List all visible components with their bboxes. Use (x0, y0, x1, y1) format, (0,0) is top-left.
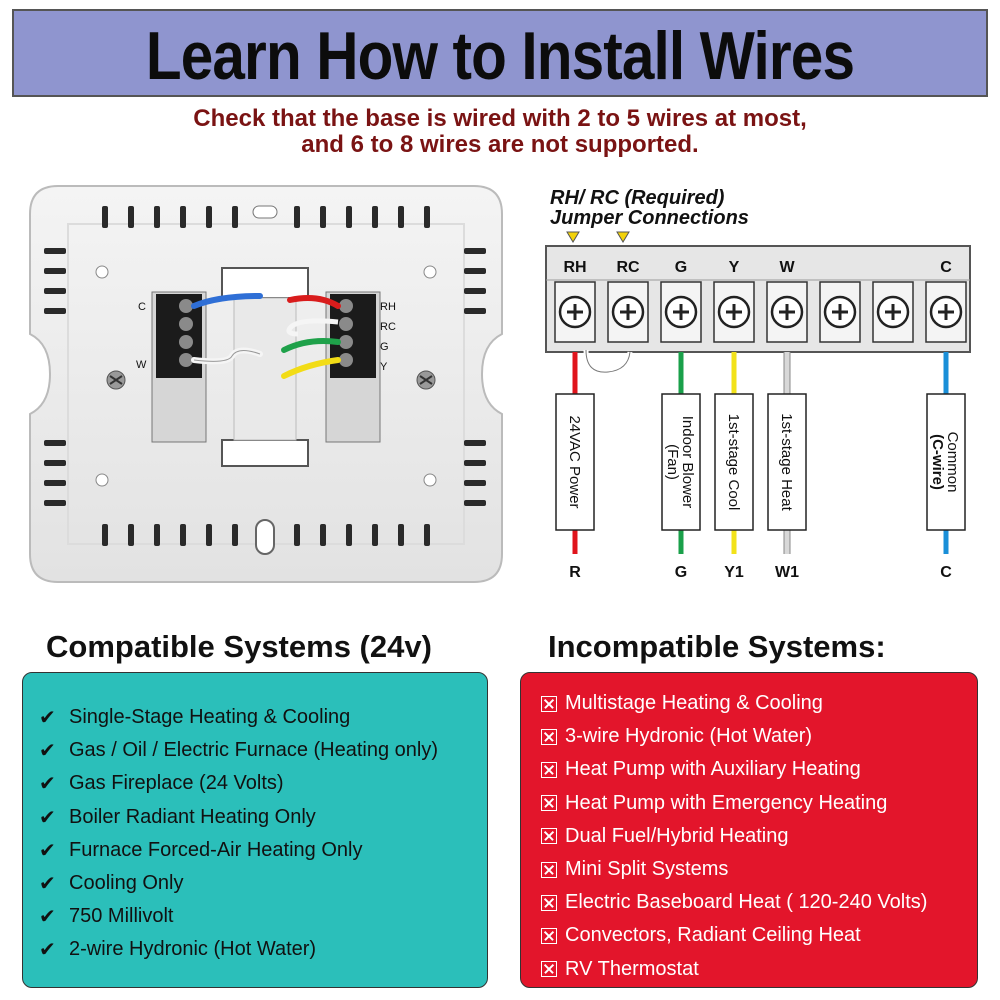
checkmark-icon: ✔ (39, 906, 56, 929)
thermostat-base-plate: C W RH RC G Y (29, 185, 503, 583)
list-item: Heat Pump with Auxiliary Heating (541, 753, 977, 786)
wire-code-label: W1 (775, 564, 799, 581)
compatible-list: ✔Single-Stage Heating & Cooling ✔Gas / O… (23, 673, 487, 967)
wire-function-label: 1st-stage Heat (778, 413, 795, 511)
green-wire (281, 338, 341, 353)
subtitle-line-1: Check that the base is wired with 2 to 5… (193, 105, 807, 132)
checkmark-icon: ✔ (39, 740, 56, 763)
jumper-note-line-2: Jumper Connections (550, 207, 749, 229)
list-item: 3-wire Hydronic (Hot Water) (541, 720, 977, 753)
list-item: ✔Furnace Forced-Air Heating Only (39, 838, 363, 862)
terminal-label-rc: RC (616, 259, 640, 276)
label-right-rc: RC (380, 321, 396, 333)
wire-c: Common(C-wire) C (926, 352, 966, 581)
terminal-label-rh: RH (563, 259, 586, 276)
vent-slots-top (102, 206, 430, 228)
page-title: Learn How to Install Wires (145, 18, 855, 94)
red-wire (287, 295, 341, 309)
wire-g: Indoor Blower(Fan) G (661, 352, 701, 581)
list-item: ✔Cooling Only (39, 872, 184, 896)
label-left-c: C (138, 301, 146, 313)
jumper-arrow-rh-icon (566, 231, 580, 243)
x-box-icon (541, 961, 557, 978)
terminal-label-c: C (940, 259, 952, 276)
checkmark-icon: ✔ (39, 773, 56, 796)
wire-label-box (714, 393, 754, 531)
vent-slots-sides (44, 248, 486, 506)
list-item: ✔Boiler Radiant Heating Only (39, 805, 316, 829)
mounting-screw-right-icon (416, 370, 436, 390)
label-right-rh: RH (380, 301, 396, 313)
wire-function-label: Common(C-wire) (929, 432, 961, 493)
vent-slots-bottom (102, 524, 430, 546)
jumper-arrow-rc-icon (616, 231, 630, 243)
terminal-screws (554, 281, 967, 343)
title-banner: Learn How to Install Wires (12, 9, 988, 97)
x-box-icon (541, 761, 557, 778)
wire-code-label: C (940, 564, 952, 581)
jumper-white-wire (286, 318, 339, 337)
x-box-icon (541, 927, 557, 944)
yellow-wire (281, 357, 341, 379)
list-item: ✔750 Millivolt (39, 905, 174, 929)
wire-label-box (661, 393, 701, 531)
list-item: Heat Pump with Emergency Heating (541, 787, 977, 820)
x-box-icon (541, 861, 557, 878)
wire-function-label: 1st-stage Cool (725, 414, 742, 511)
list-item: ✔2-wire Hydronic (Hot Water) (39, 938, 317, 962)
checkmark-icon: ✔ (39, 806, 56, 829)
incompatible-title: Incompatible Systems: (548, 629, 886, 664)
right-terminal-block (330, 294, 376, 378)
checkmark-icon: ✔ (39, 839, 56, 862)
blue-wire (191, 293, 263, 309)
wire-label-box (926, 393, 966, 531)
wire-code-label: R (569, 564, 581, 581)
terminal-labels: RH RC G Y W C (563, 259, 952, 276)
list-item: Electric Baseboard Heat ( 120-240 Volts) (541, 886, 977, 919)
wire-label-box (555, 393, 595, 531)
terminal-label-y: Y (729, 259, 740, 276)
x-box-icon (541, 894, 557, 911)
list-item: ✔Gas Fireplace (24 Volts) (39, 772, 284, 796)
x-box-icon (541, 795, 557, 812)
label-left-w: W (136, 359, 147, 371)
checkmark-icon: ✔ (39, 707, 56, 730)
wiring-diagram: RH/ RC (Required) Jumper Connections RH … (545, 187, 971, 581)
label-right-g: G (380, 341, 389, 353)
checkmark-icon: ✔ (39, 939, 56, 962)
terminal-label-g: G (675, 259, 687, 276)
wire-label-box (767, 393, 807, 531)
wire-code-label: Y1 (724, 564, 744, 581)
wire-code-label: G (675, 564, 687, 581)
list-item: ✔Gas / Oil / Electric Furnace (Heating o… (39, 739, 439, 763)
checkmark-icon: ✔ (39, 873, 56, 896)
list-item: ✔Single-Stage Heating & Cooling (39, 706, 351, 730)
wire-function-label: 24VAC Power (566, 415, 583, 508)
jumper-note-line-1: RH/ RC (Required) (550, 187, 725, 209)
wire-function-label: Indoor Blower(Fan) (664, 416, 696, 509)
terminal-label-w: W (779, 259, 795, 276)
subtitle: Check that the base is wired with 2 to 5… (0, 106, 1000, 158)
x-box-icon (541, 828, 557, 845)
compatible-panel: ✔Single-Stage Heating & Cooling ✔Gas / O… (22, 672, 488, 988)
incompatible-panel: Multistage Heating & Cooling 3-wire Hydr… (520, 672, 978, 988)
x-box-icon (541, 695, 557, 712)
x-box-icon (541, 728, 557, 745)
list-item: Dual Fuel/Hybrid Heating (541, 820, 977, 853)
list-item: Mini Split Systems (541, 853, 977, 886)
list-item: Multistage Heating & Cooling (541, 687, 977, 720)
mounting-screw-left-icon (106, 370, 126, 390)
compatible-title: Compatible Systems (24v) (46, 629, 432, 664)
list-item: Convectors, Radiant Ceiling Heat (541, 919, 977, 952)
subtitle-line-2: and 6 to 8 wires are not supported. (301, 131, 699, 158)
incompatible-list: Multistage Heating & Cooling 3-wire Hydr… (521, 673, 977, 986)
list-item: RV Thermostat (541, 953, 977, 986)
label-right-y: Y (380, 361, 388, 373)
